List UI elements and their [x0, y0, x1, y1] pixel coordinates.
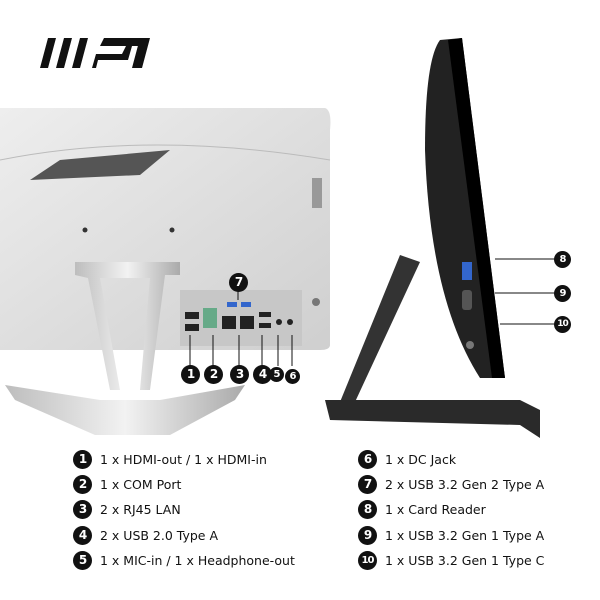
- spec-item: 1 1 x HDMI-out / 1 x HDMI-in: [73, 449, 267, 469]
- callout-6: 6: [285, 366, 300, 386]
- spec-number: 9: [358, 525, 377, 545]
- spec-number: 5: [73, 550, 92, 570]
- callout-number: 1: [181, 364, 200, 384]
- product-illustration: [0, 38, 554, 438]
- callout-10: 10: [554, 314, 571, 334]
- spec-label: 1 x USB 3.2 Gen 1 Type C: [385, 552, 545, 568]
- callout-number: 2: [204, 364, 223, 384]
- callout-number: 3: [230, 364, 249, 384]
- spec-number: 3: [73, 499, 92, 519]
- callout-number: 6: [285, 368, 300, 384]
- callout-number: 10: [554, 315, 571, 333]
- monitor-back-view: [0, 108, 331, 435]
- callout-number: 9: [554, 284, 571, 302]
- spec-item: 7 2 x USB 3.2 Gen 2 Type A: [358, 474, 544, 494]
- msi-logo: [40, 38, 150, 68]
- callout-number: 4: [253, 364, 272, 384]
- spec-label: 1 x HDMI-out / 1 x HDMI-in: [100, 451, 267, 467]
- spec-label: 1 x Card Reader: [385, 501, 486, 517]
- spec-label: 1 x USB 3.2 Gen 1 Type A: [385, 527, 545, 543]
- callout-9: 9: [554, 283, 571, 303]
- spec-number: 8: [358, 499, 377, 519]
- callout-8: 8: [554, 249, 571, 269]
- spec-item: 5 1 x MIC-in / 1 x Headphone-out: [73, 550, 295, 570]
- callout-1: 1: [181, 364, 200, 384]
- spec-item: 8 1 x Card Reader: [358, 499, 486, 519]
- monitor-side-view: [325, 38, 554, 438]
- spec-number: 6: [358, 449, 377, 469]
- spec-label: 1 x DC Jack: [385, 451, 457, 467]
- spec-item: 10 1 x USB 3.2 Gen 1 Type C: [358, 550, 544, 570]
- callout-number: 7: [229, 272, 248, 292]
- callout-3: 3: [230, 364, 249, 384]
- spec-number: 4: [73, 525, 92, 545]
- spec-number: 7: [358, 474, 377, 494]
- spec-item: 2 1 x COM Port: [73, 474, 181, 494]
- spec-label: 2 x USB 3.2 Gen 2 Type A: [385, 476, 545, 492]
- callout-4: 4: [253, 364, 272, 384]
- spec-number: 2: [73, 474, 92, 494]
- spec-label: 2 x RJ45 LAN: [100, 501, 181, 517]
- spec-number: 1: [73, 449, 92, 469]
- spec-item: 4 2 x USB 2.0 Type A: [73, 525, 218, 545]
- callout-5: 5: [269, 364, 284, 384]
- callout-number: 8: [554, 250, 571, 268]
- spec-label: 1 x COM Port: [100, 476, 182, 492]
- spec-item: 3 2 x RJ45 LAN: [73, 499, 181, 519]
- spec-label: 1 x MIC-in / 1 x Headphone-out: [100, 552, 295, 568]
- callout-2: 2: [204, 364, 223, 384]
- spec-item: 6 1 x DC Jack: [358, 449, 456, 469]
- spec-item: 9 1 x USB 3.2 Gen 1 Type A: [358, 525, 544, 545]
- callout-number: 5: [269, 366, 284, 382]
- spec-number: 10: [358, 550, 377, 570]
- callout-7: 7: [229, 272, 248, 292]
- spec-label: 2 x USB 2.0 Type A: [100, 527, 219, 543]
